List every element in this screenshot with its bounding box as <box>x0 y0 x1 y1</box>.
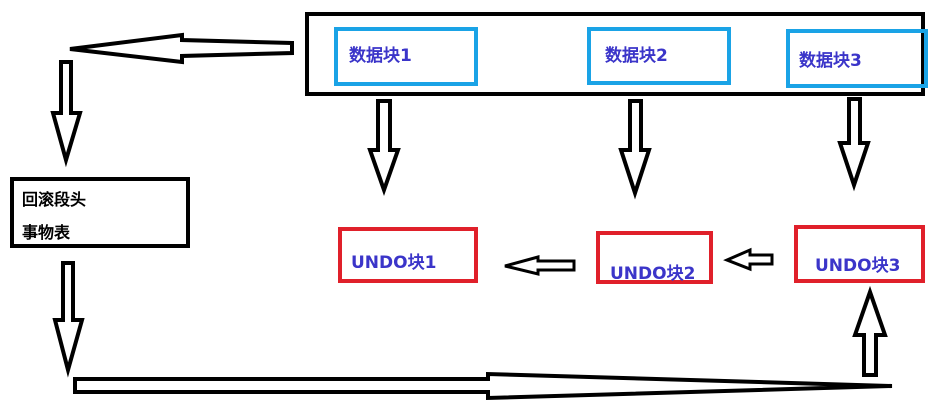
arrow-down-to-segment <box>50 60 83 168</box>
rollback-segment-line1: 回滚段头 <box>22 190 87 209</box>
data-block-1: 数据块1 <box>334 27 478 86</box>
undo-block-2-label: UNDO块2 <box>610 264 696 284</box>
undo-block-1-label: UNDO块1 <box>351 253 437 273</box>
data-block-3: 数据块3 <box>786 29 928 88</box>
arrow-up-to-undo3 <box>852 285 888 377</box>
arrow-bottom-right <box>73 371 893 401</box>
arrow-down-data3 <box>837 97 871 192</box>
data-blocks-container <box>305 12 925 96</box>
arrow-down-data2 <box>618 99 652 200</box>
undo-block-2: UNDO块2 <box>596 231 713 284</box>
arrow-left-top <box>69 32 294 65</box>
undo-block-3-label: UNDO块3 <box>815 256 901 276</box>
rollback-segment-header: 回滚段头 事物表 <box>10 177 190 248</box>
data-block-2: 数据块2 <box>587 27 731 85</box>
rollback-segment-line2: 事物表 <box>22 223 71 242</box>
undo-block-1: UNDO块1 <box>338 227 478 283</box>
arrow-down-from-segment <box>52 261 85 378</box>
arrow-undo2-to-undo1 <box>504 255 576 276</box>
undo-block-3: UNDO块3 <box>794 225 925 283</box>
arrow-down-data1 <box>367 99 401 197</box>
data-block-3-label: 数据块3 <box>799 51 862 71</box>
data-block-2-label: 数据块2 <box>605 46 668 66</box>
data-block-1-label: 数据块1 <box>349 46 412 66</box>
arrow-undo3-to-undo2 <box>723 247 774 272</box>
